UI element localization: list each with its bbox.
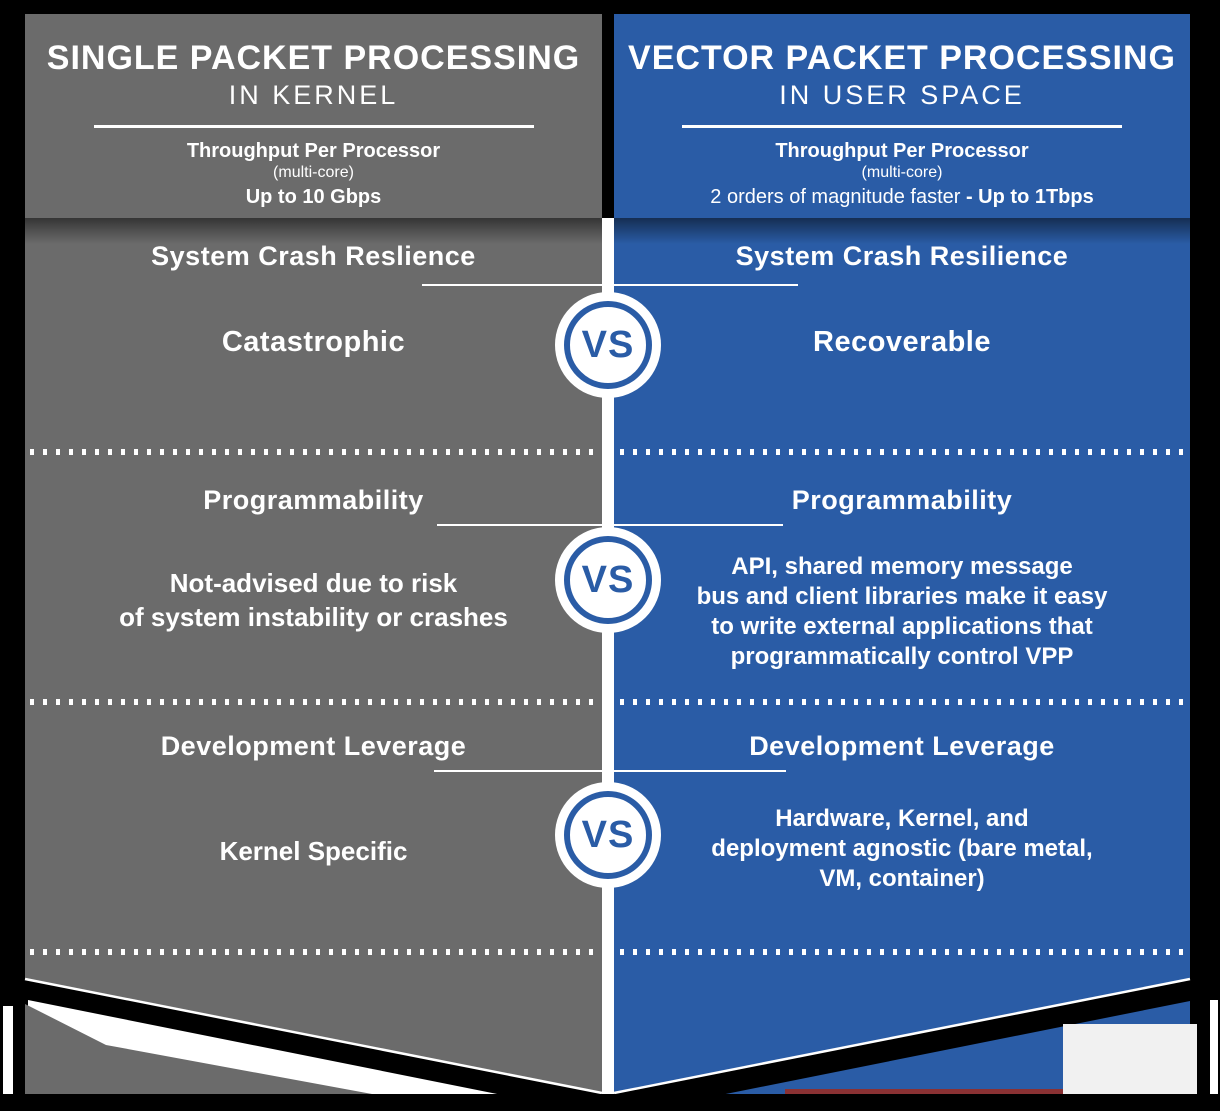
left-throughput-value: Up to 10 Gbps — [25, 185, 602, 209]
left-crash-title: System Crash Reslience — [151, 241, 476, 271]
dotted-separator-left-3 — [30, 949, 596, 955]
right-header-box — [614, 14, 1190, 218]
left-throughput-note: (multi-core) — [273, 164, 354, 181]
vs-badge-1-label: VS — [564, 301, 652, 389]
left-back-ribbon-strip — [3, 1006, 13, 1103]
dotted-separator-right-3 — [620, 949, 1184, 955]
left-header-rule — [93, 125, 534, 128]
left-white-ribbon-fold — [28, 1000, 583, 1111]
right-devleverage-underline — [434, 770, 786, 772]
vs-badge-3: VS — [555, 782, 661, 888]
left-programmability-title: Programmability — [203, 485, 424, 515]
left-header-shadow — [25, 218, 602, 244]
right-back-ribbon-strip — [1210, 1000, 1218, 1095]
right-header-rule — [682, 125, 1122, 128]
dotted-separator-left-1 — [30, 449, 596, 455]
right-programmability-underline — [437, 524, 783, 526]
left-devleverage-body: Kernel Specific — [219, 836, 408, 866]
right-throughput-value-text: - Up to 1Tbps — [965, 186, 1094, 208]
right-programmability-body: API, shared memory message bus and clien… — [696, 553, 1108, 670]
vs-badge-2-label: VS — [564, 536, 652, 624]
right-header-shadow — [614, 218, 1190, 244]
right-throughput-value: 2 orders of magnitude faster - Up to 1Tb… — [614, 185, 1190, 209]
left-programmability-body: Not-advised due to risk of system instab… — [119, 568, 508, 632]
vs-badge-2: VS — [555, 527, 661, 633]
left-crash-body: Catastrophic — [221, 326, 406, 358]
left-header-title: SINGLE PACKET PROCESSING — [46, 39, 581, 77]
ribbon-red-edge — [785, 1089, 1063, 1094]
bottom-mask — [0, 1094, 1220, 1111]
dotted-separator-right-2 — [620, 699, 1184, 705]
dotted-separator-left-2 — [30, 699, 596, 705]
right-lightgray-ribbon-fold — [1063, 1024, 1197, 1094]
right-throughput-note: (multi-core) — [861, 164, 943, 181]
vs-badge-3-label: VS — [564, 791, 652, 879]
right-devleverage-title: Development Leverage — [749, 731, 1055, 761]
right-column-panel — [614, 218, 1190, 1092]
left-devleverage-title: Development Leverage — [160, 731, 467, 761]
left-header: SINGLE PACKET PROCESSING IN KERNEL Throu… — [25, 14, 602, 218]
right-crash-title: System Crash Resilience — [735, 241, 1069, 271]
right-header-subtitle: IN USER SPACE — [779, 80, 1025, 110]
vs-badge-1: VS — [555, 292, 661, 398]
right-edge-highlight — [613, 977, 1191, 1095]
right-header-title: VECTOR PACKET PROCESSING — [628, 39, 1176, 77]
right-crash-body: Recoverable — [813, 326, 991, 358]
right-devleverage-body: Hardware, Kernel, and deployment agnosti… — [711, 805, 1093, 892]
right-header: VECTOR PACKET PROCESSING IN USER SPACE T… — [614, 14, 1190, 218]
right-throughput-label: Throughput Per Processor — [775, 140, 1029, 162]
left-edge-highlight — [24, 977, 603, 1095]
right-programmability-title: Programmability — [791, 485, 1013, 515]
left-header-subtitle: IN KERNEL — [228, 80, 399, 110]
left-gray-ribbon-fold — [25, 1004, 372, 1094]
left-throughput-label: Throughput Per Processor — [186, 140, 441, 162]
left-column-panel — [25, 218, 602, 1092]
left-throughput-value-text: Up to 10 Gbps — [245, 186, 382, 208]
dotted-separator-right-1 — [620, 449, 1184, 455]
right-crash-underline — [422, 284, 798, 286]
right-blue-ribbon-fold — [616, 1001, 1190, 1111]
left-header-box — [25, 14, 602, 218]
right-throughput-prefix: 2 orders of magnitude faster — [710, 186, 966, 208]
